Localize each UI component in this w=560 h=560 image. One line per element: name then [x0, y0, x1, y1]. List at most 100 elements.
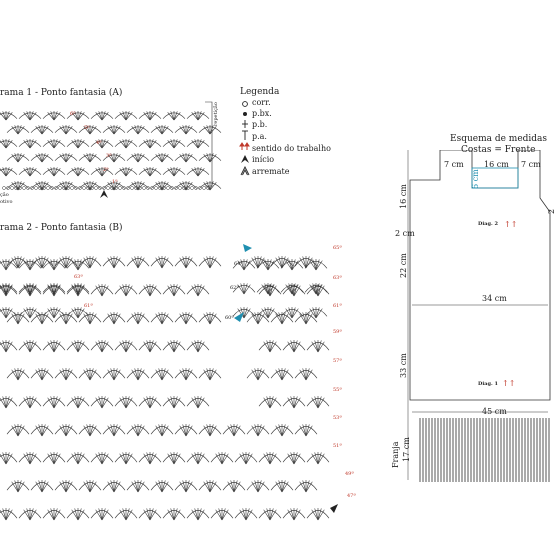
shell-motif	[54, 480, 78, 493]
shell-motif	[304, 283, 328, 295]
shell-motif	[294, 480, 318, 493]
shell-motif	[282, 340, 306, 353]
shell-motif	[246, 312, 270, 325]
shell-motif	[54, 424, 78, 437]
shell-motif	[150, 480, 174, 493]
shell-motif	[162, 167, 186, 177]
shell-motif	[42, 167, 66, 177]
shell-motif	[258, 508, 282, 521]
d2-row-label: 49ª	[345, 471, 354, 477]
shell-motif	[258, 396, 282, 409]
shell-motif	[258, 340, 282, 353]
shell-motif	[306, 452, 330, 465]
shell-motif	[162, 452, 186, 465]
shell-motif	[90, 452, 114, 465]
shell-motif	[18, 508, 42, 521]
shell-motif	[30, 424, 54, 437]
shell-motif	[198, 125, 222, 135]
shell-motif	[6, 312, 30, 325]
shell-motif	[114, 508, 138, 521]
shell-motif	[138, 508, 162, 521]
shell-motif	[270, 480, 294, 493]
legend-label: sentido do trabalho	[252, 144, 331, 153]
shell-motif	[54, 125, 78, 135]
shell-motif	[30, 256, 54, 269]
shell-motif	[30, 368, 54, 381]
shell-motif	[30, 312, 54, 325]
shell-motif	[294, 312, 318, 325]
shell-motif	[114, 111, 138, 121]
shell-motif	[294, 256, 318, 269]
d2-mid-label: 60ª	[225, 315, 234, 321]
d1-row-label: 4ª	[96, 140, 102, 146]
dim-armhole: 22 cm	[399, 253, 408, 278]
arrows-up-icon: ↑↑	[502, 379, 516, 388]
shell-motif	[162, 284, 186, 297]
shell-motif	[150, 153, 174, 163]
shell-motif	[114, 284, 138, 297]
shell-motif	[114, 139, 138, 149]
shell-motif	[0, 167, 18, 177]
diagram1-repeat-label: repetição	[213, 102, 219, 126]
diagram1-chart	[0, 101, 222, 198]
shell-motif	[234, 508, 258, 521]
shell-motif	[304, 259, 328, 271]
garment-outline	[409, 150, 551, 401]
shell-motif	[186, 284, 210, 297]
shell-motif	[0, 508, 18, 521]
shell-motif	[102, 312, 126, 325]
shell-motif	[42, 452, 66, 465]
dim-hem: 45 cm	[482, 407, 507, 416]
shell-motif	[114, 396, 138, 409]
shell-motif	[138, 284, 162, 297]
shell-motif	[150, 181, 174, 191]
shell-motif	[54, 368, 78, 381]
shell-motif	[150, 368, 174, 381]
shell-motif	[126, 153, 150, 163]
shell-motif	[54, 256, 78, 269]
shell-motif	[54, 312, 78, 325]
shell-motif	[198, 153, 222, 163]
shell-motif	[114, 167, 138, 177]
shell-motif	[102, 424, 126, 437]
shell-motif	[6, 480, 30, 493]
shell-motif	[186, 340, 210, 353]
shell-motif	[186, 396, 210, 409]
fringe-label: Franja	[391, 441, 400, 468]
diagram2-title: rama 2 - Ponto fantasia (B)	[0, 223, 123, 233]
shell-motif	[102, 125, 126, 135]
shell-motif	[42, 307, 66, 319]
shell-motif	[294, 368, 318, 381]
diagram1-title: rama 1 - Ponto fantasia (A)	[0, 88, 123, 98]
legend-label: corr.	[252, 98, 271, 107]
diagram1-start-label-2: otivo	[0, 199, 13, 205]
shell-motif	[222, 424, 246, 437]
schema-subtitle: Costas = Frente	[461, 145, 536, 155]
shell-motif	[102, 480, 126, 493]
shell-motif	[306, 396, 330, 409]
shell-motif	[270, 368, 294, 381]
shell-motif	[66, 396, 90, 409]
blue-marker-icon	[243, 244, 252, 252]
diag2-label: Diag. 2	[478, 221, 498, 227]
shell-motif	[6, 125, 30, 135]
shell-motif	[198, 424, 222, 437]
shell-motif	[174, 125, 198, 135]
shell-motif	[126, 368, 150, 381]
shell-motif	[174, 312, 198, 325]
legend-title: Legenda	[240, 87, 280, 97]
legend-label: arremate	[252, 167, 290, 176]
dim-body: 33 cm	[399, 353, 408, 378]
shell-motif	[18, 396, 42, 409]
arrows-up-icon: ↑↑	[504, 220, 518, 229]
diagram2-chart	[0, 244, 338, 521]
shell-motif	[246, 480, 270, 493]
legend-label: p.a.	[252, 132, 267, 141]
start-arrow-icon	[330, 504, 338, 513]
shell-motif	[18, 340, 42, 353]
shell-motif	[42, 396, 66, 409]
shell-motif	[174, 424, 198, 437]
shell-motif	[150, 424, 174, 437]
finish-icon	[240, 165, 250, 176]
